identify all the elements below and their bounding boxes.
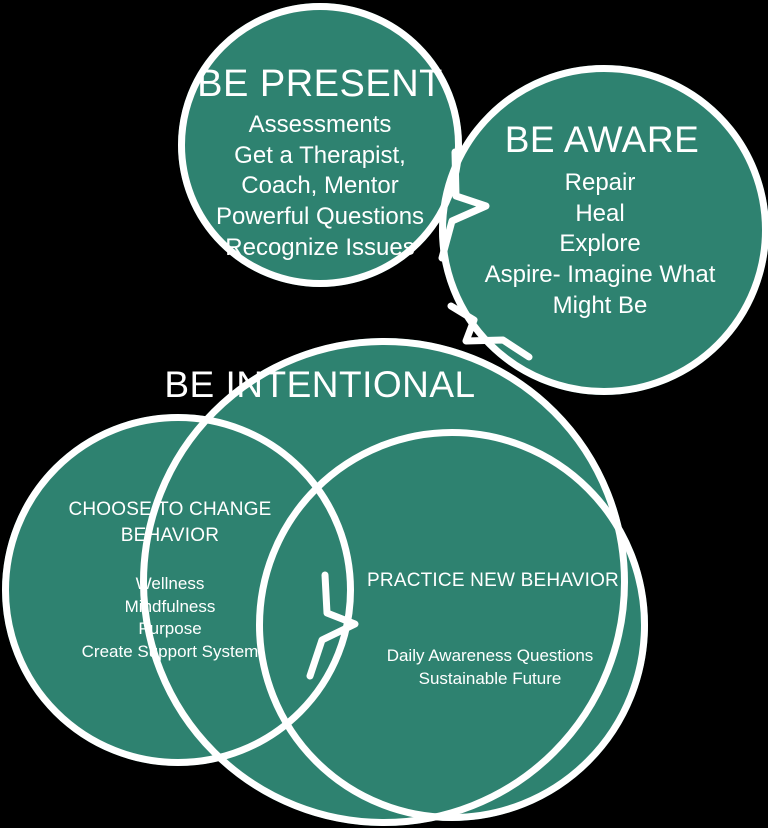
practice-new-behavior-outline bbox=[256, 429, 648, 821]
be-aware-outline bbox=[439, 65, 768, 395]
bubble-fills bbox=[2, 3, 768, 826]
be-present-shape[interactable] bbox=[178, 3, 462, 287]
be-intentional-outline bbox=[140, 338, 628, 826]
be-aware-shape[interactable] bbox=[439, 65, 768, 395]
present-to-aware-chevron-icon bbox=[438, 148, 490, 262]
bubble-outlines bbox=[2, 3, 768, 826]
aware-to-intentional-chevron-icon bbox=[447, 302, 533, 361]
choose-to-change-behavior-outline bbox=[2, 414, 354, 766]
be-present-outline bbox=[178, 3, 462, 287]
choose-to-practice-chevron-icon bbox=[306, 571, 359, 680]
practice-new-behavior-shape[interactable] bbox=[256, 429, 648, 821]
connector-notches bbox=[306, 148, 533, 680]
